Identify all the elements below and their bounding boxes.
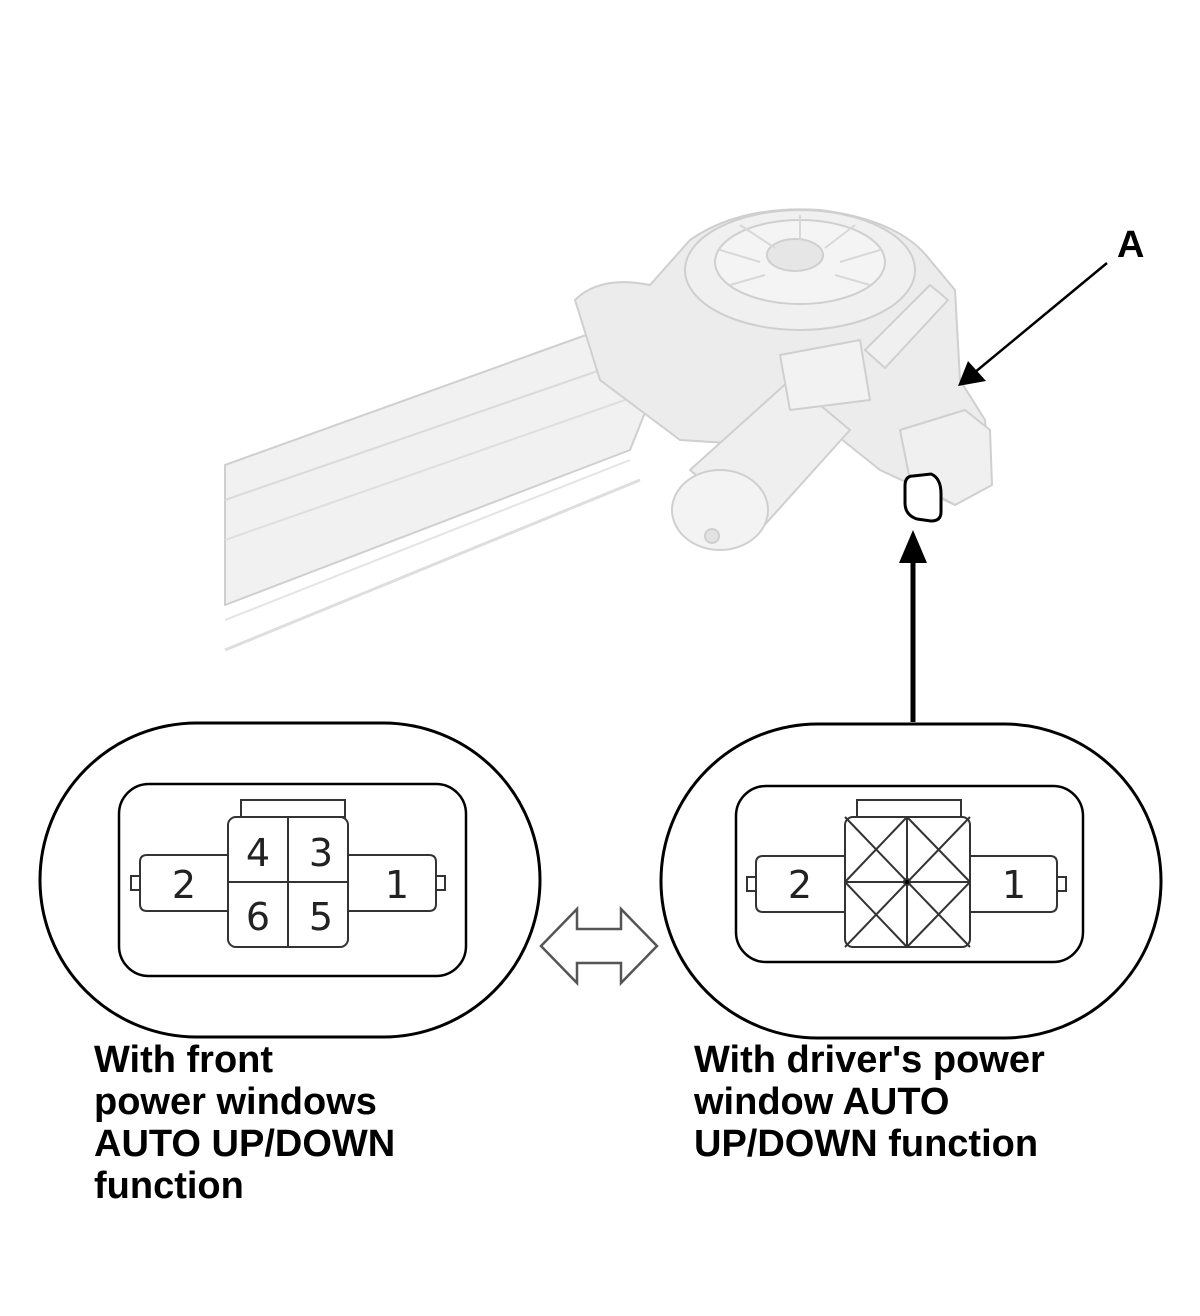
caption-line: UP/DOWN function: [694, 1123, 1039, 1165]
caption-line: With driver's power: [694, 1039, 1045, 1081]
caption-driver-power-window: With driver's power window AUTO UP/DOWN …: [694, 1039, 1045, 1165]
callout-a-leader-line: [973, 262, 1108, 374]
pin-number-1: 1: [385, 863, 409, 907]
callout-a: A: [958, 224, 1144, 386]
pin-number-2: 2: [172, 863, 196, 907]
pin-number-5: 5: [309, 895, 333, 939]
interchangeable-arrow-icon: [539, 905, 659, 987]
callout-a-label: A: [1117, 224, 1144, 266]
callout-a-arrowhead: [958, 361, 986, 386]
caption-line: window AUTO: [694, 1081, 950, 1123]
regulator-rail: [224, 329, 651, 606]
pin-number-2: 2: [788, 863, 812, 907]
motor-connector-outline: [903, 472, 943, 523]
caption-line: power windows: [94, 1081, 377, 1123]
pin-number-4: 4: [246, 831, 270, 875]
caption-line: With front: [94, 1039, 274, 1081]
window-regulator-motor-illustration: [224, 208, 993, 652]
blanked-cavity-block: [844, 816, 971, 948]
pin-number-1: 1: [1002, 863, 1026, 907]
connector-pointer-arrow: [899, 530, 927, 722]
caption-front-power-windows: With front power windows AUTO UP/DOWN fu…: [94, 1039, 395, 1207]
connector-6-pin-view: 2 1 4 3 6 5: [38, 721, 542, 1039]
caption-line: AUTO UP/DOWN: [94, 1123, 396, 1165]
pin-number-3: 3: [309, 831, 333, 875]
caption-line: function: [94, 1165, 244, 1207]
pin-number-6: 6: [246, 895, 270, 939]
connector-2-pin-view: 2 1: [659, 722, 1163, 1040]
